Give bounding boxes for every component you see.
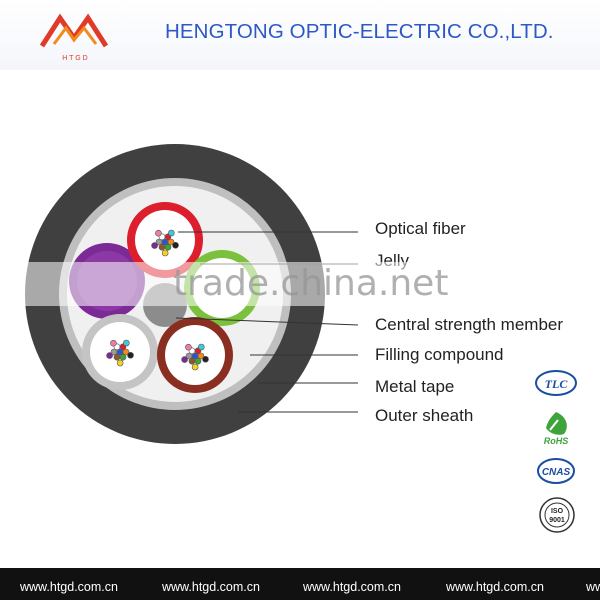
rohs-text: RoHS	[544, 436, 569, 446]
fiber-core	[113, 353, 121, 361]
fiber-core	[181, 356, 188, 363]
fiber-core	[188, 357, 196, 365]
fiber-core	[116, 359, 124, 367]
label-metal-tape: Metal tape	[375, 377, 455, 396]
fiber-core	[110, 339, 117, 347]
fiber-core	[167, 238, 175, 246]
fiber-core	[194, 357, 202, 365]
label-central-strength-member: Central strength member	[375, 315, 564, 334]
fiber-core	[151, 242, 158, 249]
footer-url[interactable]: www.htgd.com.cn	[162, 580, 260, 594]
tlc-text: TLC	[545, 377, 569, 391]
company-name: HENGTONG OPTIC-ELECTRIC CO.,LTD.	[165, 20, 554, 43]
leader-central-strength-member	[175, 317, 359, 326]
footer-bar: www.htgd.com.cn www.htgd.com.cn www.htgd…	[0, 568, 600, 600]
leader-lines	[175, 231, 359, 413]
footer-url[interactable]: www.htgd.com.cn	[20, 580, 118, 594]
logo-mark-inner	[52, 25, 98, 45]
fiber-core	[127, 351, 134, 359]
label-filling-compound: Filling compound	[375, 345, 504, 364]
fiber-bundle-grey	[106, 339, 134, 367]
fiber-core	[168, 229, 175, 237]
fiber-core	[123, 339, 130, 347]
fiber-core	[185, 352, 193, 360]
fiber-core	[172, 241, 179, 249]
fiber-core	[122, 348, 130, 356]
fiber-core	[191, 363, 199, 371]
fiber-bundle-red	[151, 229, 179, 257]
iso-number-text: 9001	[549, 517, 565, 524]
footer-url[interactable]: www.htgd.com.cn	[586, 580, 600, 594]
fiber-bundle-brown	[181, 343, 209, 371]
watermark-text: trade.china.net	[173, 263, 449, 304]
fiber-core	[164, 243, 172, 251]
logo-text: H T G D	[62, 55, 87, 62]
fiber-core	[198, 343, 205, 351]
fiber-core	[185, 343, 192, 351]
fiber-core	[155, 238, 163, 246]
fiber-core	[106, 352, 113, 359]
label-outer-sheath: Outer sheath	[375, 406, 474, 425]
footer-url[interactable]: www.htgd.com.cn	[303, 580, 401, 594]
label-optical-fiber: Optical fiber	[375, 219, 466, 238]
watermark-band	[0, 262, 600, 306]
company-logo: H T G D	[40, 13, 109, 62]
cnas-certification-icon: CNAS	[537, 458, 575, 484]
footer-url[interactable]: www.htgd.com.cn	[446, 580, 544, 594]
cnas-text: CNAS	[542, 467, 571, 478]
fiber-core	[197, 352, 205, 360]
iso-certification-icon: ISO 9001	[539, 497, 575, 533]
header-bar: H T G D HENGTONG OPTIC-ELECTRIC CO.,LTD.	[0, 0, 600, 70]
tlc-certification-icon: TLC	[535, 370, 577, 396]
rohs-certification-icon: RoHS	[544, 412, 569, 446]
fiber-core	[155, 229, 162, 237]
fiber-core	[161, 249, 169, 257]
fiber-core	[110, 348, 118, 356]
fiber-core	[119, 353, 127, 361]
iso-text: ISO	[551, 508, 564, 515]
fiber-core	[158, 243, 166, 251]
fiber-core	[202, 355, 209, 363]
